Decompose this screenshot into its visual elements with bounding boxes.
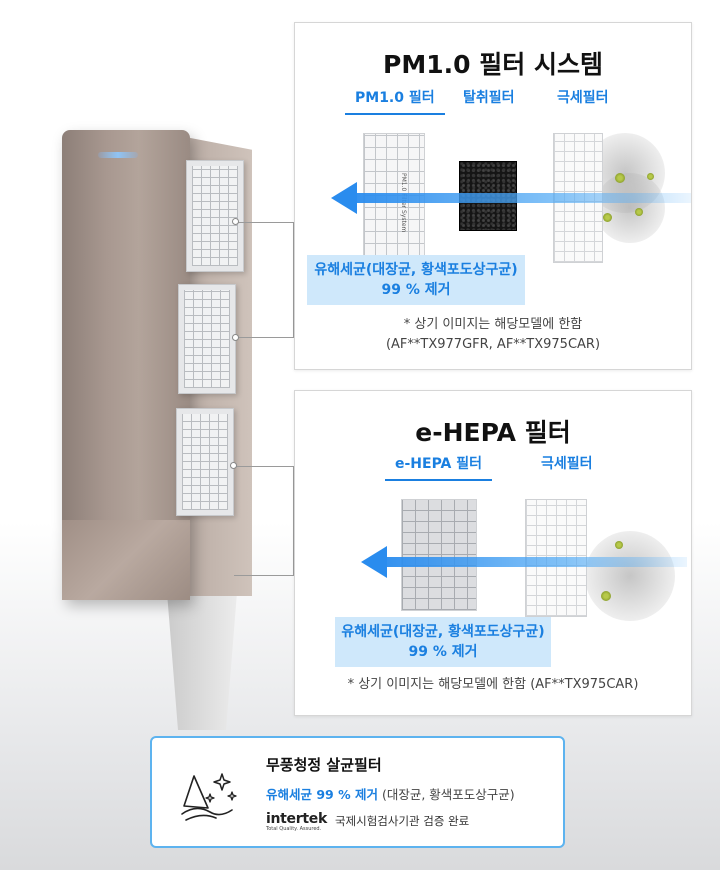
germ-icon [635, 208, 643, 216]
sterilizing-filter-badge: 무풍청정 살균필터 유해세균 99 % 제거 (대장균, 황색포도상구균) in… [150, 736, 565, 848]
result-rate: 99 % 제거 [381, 282, 451, 298]
connector-dot [232, 334, 239, 341]
tab-fine-filter: 극세필터 [557, 90, 609, 106]
airflow-stream [357, 193, 691, 203]
filter-drawer-middle [178, 284, 236, 394]
purifier-lower-panel [62, 520, 190, 600]
airflow-arrow-icon [361, 546, 387, 578]
germ-icon [647, 173, 654, 180]
model-note-line2: (AF**TX977GFR, AF**TX975CAR) [385, 337, 601, 352]
tab-pm-filter: PM1.0 필터 [345, 87, 445, 115]
badge-highlight: 유해세균 99 % 제거 [266, 787, 378, 802]
result-target: 유해세균(대장균, 황색포도상구균) [314, 262, 518, 278]
airflow-stream [387, 557, 687, 567]
tab-hepa-filter: e-HEPA 필터 [384, 453, 493, 481]
air-purifier-image [62, 130, 252, 730]
removal-result: 유해세균(대장균, 황색포도상구균) 99 % 제거 [307, 255, 525, 305]
intertek-logo-text: intertek [266, 811, 327, 827]
purifier-display [98, 152, 138, 158]
dust-cloud [595, 173, 665, 243]
hepa-filter-panel: e-HEPA 필터 e-HEPA 필터 극세필터 유해세균(대장균, 황색포도상… [294, 390, 692, 716]
germ-icon [601, 591, 611, 601]
tab-fine-filter: 극세필터 [541, 456, 593, 472]
sparkle-cleaning-icon [181, 773, 237, 821]
tab-deodorizing-filter: 탈취필터 [463, 90, 515, 106]
intertek-logo: intertek Total Quality. Assured. [266, 812, 327, 832]
result-rate: 99 % 제거 [408, 644, 478, 660]
germ-icon [615, 541, 623, 549]
hepa-filter-image [401, 499, 477, 611]
connector-line-pm [236, 222, 294, 338]
germ-icon [615, 173, 625, 183]
model-note: * 상기 이미지는 해당모델에 한함 (AF**TX975CAR) [347, 677, 639, 692]
panel-title: PM1.0 필터 시스템 [383, 50, 603, 79]
connector-dot [230, 462, 237, 469]
intertek-tagline: Total Quality. Assured. [266, 826, 322, 832]
model-note-line1: * 상기 이미지는 해당모델에 한함 [403, 317, 583, 332]
filter-drawer-top [186, 160, 244, 272]
filter-drawer-bottom [176, 408, 234, 516]
pm-filter-panel: PM1.0 필터 시스템 PM1.0 필터 탈취필터 극세필터 PM1.0 Fi… [294, 22, 692, 370]
airflow-arrow-icon [331, 182, 357, 214]
connector-dot [232, 218, 239, 225]
badge-title: 무풍청정 살균필터 [266, 756, 382, 774]
model-note: * 상기 이미지는 해당모델에 한함 (AF**TX977GFR, AF**TX… [295, 315, 691, 355]
badge-claim: 유해세균 99 % 제거 (대장균, 황색포도상구균) [266, 784, 515, 803]
certification-text: 국제시험검사기관 검증 완료 [334, 814, 470, 828]
removal-result: 유해세균(대장균, 황색포도상구균) 99 % 제거 [335, 617, 551, 667]
germ-icon [603, 213, 612, 222]
certification: intertek Total Quality. Assured. 국제시험검사기… [266, 812, 469, 832]
panel-title: e-HEPA 필터 [415, 418, 571, 447]
result-target: 유해세균(대장균, 황색포도상구균) [341, 624, 545, 640]
dust-cloud [585, 531, 675, 621]
badge-detail: (대장균, 황색포도상구균) [381, 787, 515, 802]
connector-line-hepa [234, 466, 294, 576]
